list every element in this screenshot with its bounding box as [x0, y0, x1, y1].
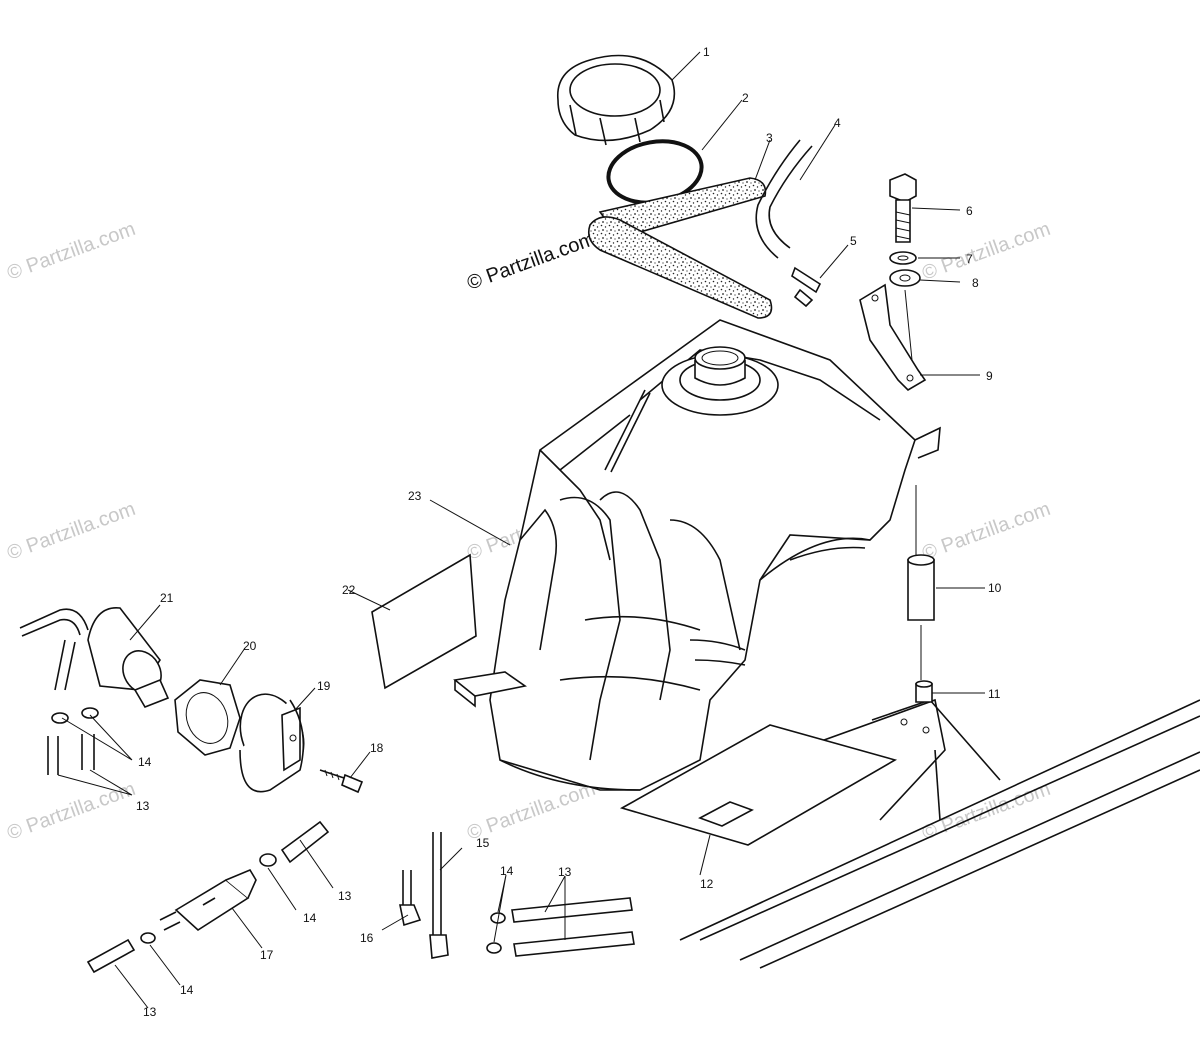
callout-15: 15: [476, 836, 490, 850]
part-20-nut: [174, 679, 241, 756]
callout-3: 3: [766, 131, 773, 145]
part-10-spacer: [907, 554, 935, 621]
callout-13: 13: [338, 889, 352, 903]
part-13-hoses: [47, 734, 635, 974]
part-16-vent-elbow: [399, 870, 422, 927]
callout-13: 13: [558, 865, 572, 879]
callout-14: 14: [303, 911, 317, 925]
part-5-fitting: [791, 266, 822, 308]
part-3-foam-pad: [587, 177, 773, 319]
callout-8: 8: [972, 276, 979, 290]
callout-13: 13: [136, 799, 150, 813]
watermark: © Partzilla.com: [4, 498, 138, 565]
callout-1: 1: [703, 45, 710, 59]
part-21-valve: [19, 607, 170, 708]
part-18-screw: [319, 769, 364, 794]
part-22-pad: [371, 553, 477, 690]
callout-18: 18: [370, 741, 384, 755]
callout-2: 2: [742, 91, 749, 105]
watermark: © Partzilla.com: [919, 218, 1053, 285]
part-7-washer: [889, 251, 917, 265]
callout-14: 14: [180, 983, 194, 997]
watermark: © Partzilla.com: [4, 218, 138, 285]
frame-rails: [629, 698, 1200, 969]
part-19-strainer-cap: [239, 693, 305, 793]
callout-6: 6: [966, 204, 973, 218]
part-4-vent-hose: [755, 139, 813, 259]
part-9-bracket: [859, 283, 927, 392]
part-23-fuel-tank: [453, 319, 941, 791]
callout-22: 22: [342, 583, 356, 597]
callout-21: 21: [160, 591, 174, 605]
part-17-fuel-filter: [159, 868, 257, 932]
part-6-bolt: [889, 173, 917, 243]
callout-14: 14: [138, 755, 152, 769]
callout-14: 14: [500, 864, 514, 878]
callout-5: 5: [850, 234, 857, 248]
part-12-pad: [619, 724, 898, 846]
callout-16: 16: [360, 931, 374, 945]
watermark: © Partzilla.com: [4, 778, 138, 845]
part-15-vent-line: [429, 832, 449, 959]
callout-20: 20: [243, 639, 257, 653]
callout-numbers: 1 2 3 4 5 6 7 8 9 10 11 12 13 13 13 13 1…: [136, 45, 1002, 1019]
part-8-washer: [889, 269, 921, 287]
part-1-fuel-cap: [557, 54, 676, 146]
watermark: © Partzilla.com: [464, 778, 598, 845]
callout-11: 11: [988, 687, 1001, 701]
callout-7: 7: [966, 252, 973, 266]
leader-lines: [57, 51, 985, 1009]
watermark-main: © Partzilla.com: [464, 228, 598, 295]
callout-10: 10: [988, 581, 1002, 595]
callout-19: 19: [317, 679, 331, 693]
callout-13: 13: [143, 1005, 157, 1019]
callout-4: 4: [834, 116, 841, 130]
callout-12: 12: [700, 877, 714, 891]
watermark: © Partzilla.com: [919, 498, 1053, 565]
callout-9: 9: [986, 369, 993, 383]
part-11-bushing: [915, 680, 933, 703]
callout-23: 23: [408, 489, 422, 503]
callout-17: 17: [260, 948, 274, 962]
